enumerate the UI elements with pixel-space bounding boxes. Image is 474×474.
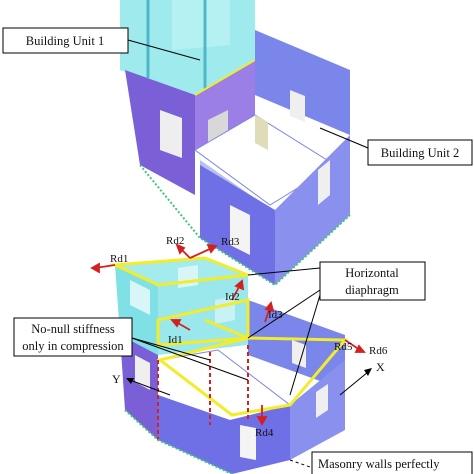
rd2-arrowhead — [175, 243, 186, 255]
y-axis-arrowhead — [126, 378, 134, 384]
side-wall-window — [316, 384, 328, 418]
rd1-label: Rd1 — [110, 253, 128, 265]
y-axis-line — [129, 379, 171, 396]
y-axis-label: Y — [112, 372, 121, 386]
stiffness-leader-line — [131, 337, 211, 361]
id2-arrowhead — [234, 279, 245, 291]
id2-label: Id2 — [225, 291, 240, 303]
diaphragm-link — [204, 318, 249, 340]
id3-label: Id3 — [268, 309, 283, 321]
x-axis-line — [339, 371, 369, 396]
unit2-back-wall — [255, 30, 350, 135]
diaphragm-callout-box — [319, 261, 426, 301]
diaphragm-label-line1: Horizontal — [345, 266, 399, 280]
unit2-window — [230, 205, 250, 255]
top-building-model: Building Unit 1 Building Unit 2 — [2, 0, 473, 287]
unit1-tower-window-band — [172, 0, 230, 50]
unit2-side-wall — [275, 135, 350, 285]
tower-window — [130, 280, 150, 315]
bottom-building-model: Horizontal diaphragm No-null stiffness o… — [13, 235, 473, 474]
rd2-label: Rd2 — [166, 235, 184, 247]
tower-window — [178, 265, 198, 288]
unit2-door — [255, 115, 268, 150]
rd3-label: Rd3 — [221, 236, 240, 248]
rd6-label: Rd6 — [369, 345, 388, 357]
dof-arrows — [90, 243, 366, 426]
unit1-callout-box — [2, 27, 129, 54]
bottom-ground-line — [124, 409, 233, 474]
unit2-label: Building Unit 2 — [381, 146, 459, 160]
unit2-window — [318, 160, 330, 205]
tower-front-face — [158, 275, 248, 355]
diaphragm-leader-line — [247, 267, 321, 276]
rd4-arrowhead — [256, 416, 268, 426]
unit1-leader-line — [127, 39, 201, 61]
left-wall-window — [135, 355, 150, 390]
back-wall-window — [292, 340, 306, 368]
stiffness-leader-line — [131, 337, 249, 381]
unit1-diaphragm-edge — [194, 59, 256, 96]
masonry-leader-line — [289, 459, 331, 474]
id3-arrowhead — [264, 301, 275, 313]
front-wall-door — [240, 425, 256, 460]
diaphragm-label-line2: diaphragm — [345, 283, 399, 297]
unit1-label: Building Unit 1 — [26, 34, 104, 48]
masonry-callout-box — [311, 451, 473, 474]
rd3-arrow — [189, 247, 213, 259]
x-axis-label: X — [376, 360, 385, 374]
unit2-callout-box — [367, 139, 473, 166]
stiffness-label-line2: only in compression — [22, 339, 124, 353]
rd4-label: Rd4 — [255, 427, 274, 439]
id1-arrowhead — [170, 319, 182, 328]
diaphragm-leader-line — [289, 294, 321, 396]
rd3-arrowhead — [206, 243, 218, 254]
rd5-label: Rd5 — [334, 341, 353, 353]
unit2-window — [290, 90, 305, 122]
stiffness-callout-box — [13, 317, 133, 357]
unit1-window — [160, 110, 182, 158]
rd5-arrowhead — [354, 344, 366, 353]
stiffness-label-line1: No-null stiffness — [31, 322, 115, 336]
id1-label: Id1 — [168, 334, 183, 346]
x-axis-arrowhead — [364, 368, 372, 376]
floor-diaphragm-outline — [156, 336, 349, 417]
diaphragm-leader-line — [247, 289, 321, 339]
rd1-arrowhead — [90, 262, 100, 274]
unit2-leader-line — [319, 127, 369, 149]
masonry-label: Masonry walls perfectly — [318, 457, 440, 471]
